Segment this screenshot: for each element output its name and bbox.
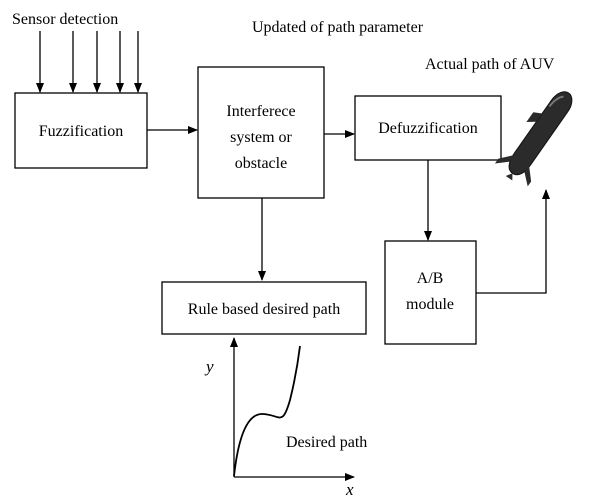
defuzzification-box bbox=[354, 95, 502, 161]
rule-based-label: Rule based desired path bbox=[188, 301, 340, 318]
fuzzification-label: Fuzzification bbox=[39, 123, 123, 140]
ab-module-box bbox=[384, 240, 477, 345]
x-axis-label: x bbox=[345, 480, 354, 497]
rule-based-box bbox=[161, 281, 367, 335]
desired-path-label: Desired path bbox=[286, 434, 367, 451]
y-axis-label: y bbox=[204, 357, 214, 376]
auv-hull bbox=[508, 91, 573, 176]
defuzzification-block: Defuzzification bbox=[354, 95, 502, 161]
inference-label-line-3: obstacle bbox=[235, 155, 287, 172]
desired-path-plot: y x Desired path bbox=[204, 337, 367, 497]
arrow-ab-module-to-auv bbox=[476, 189, 550, 294]
auv-icon bbox=[494, 91, 573, 187]
fuzzification-block: Fuzzification bbox=[14, 92, 148, 169]
inference-box bbox=[197, 66, 325, 199]
desired-path-curve bbox=[233, 345, 301, 477]
inference-label-line-1: Interferece bbox=[226, 103, 295, 120]
inference-block: Interferece system or obstacle bbox=[197, 66, 325, 199]
ab-module-label-line-2: module bbox=[406, 296, 454, 313]
auv-tail-fin-bottom bbox=[524, 165, 532, 187]
defuzzification-label: Defuzzification bbox=[378, 120, 478, 137]
actual-path-label: Actual path of AUV bbox=[425, 56, 555, 73]
ab-module-block: A/B module bbox=[384, 240, 477, 345]
sensor-input-arrows bbox=[36, 31, 142, 93]
inference-label-line-2: system or bbox=[230, 129, 292, 146]
rule-based-block: Rule based desired path bbox=[161, 281, 367, 335]
sensor-detection-label: Sensor detection bbox=[12, 11, 118, 28]
auv-propeller bbox=[505, 173, 513, 181]
updated-path-parameter-label: Updated of path parameter bbox=[252, 19, 424, 36]
ab-module-label-line-1: A/B bbox=[417, 270, 444, 287]
auv-sail bbox=[526, 112, 543, 123]
auv-tail-fin-top bbox=[494, 155, 515, 164]
auv-highlight bbox=[548, 95, 564, 108]
fuzzification-box bbox=[14, 92, 148, 169]
